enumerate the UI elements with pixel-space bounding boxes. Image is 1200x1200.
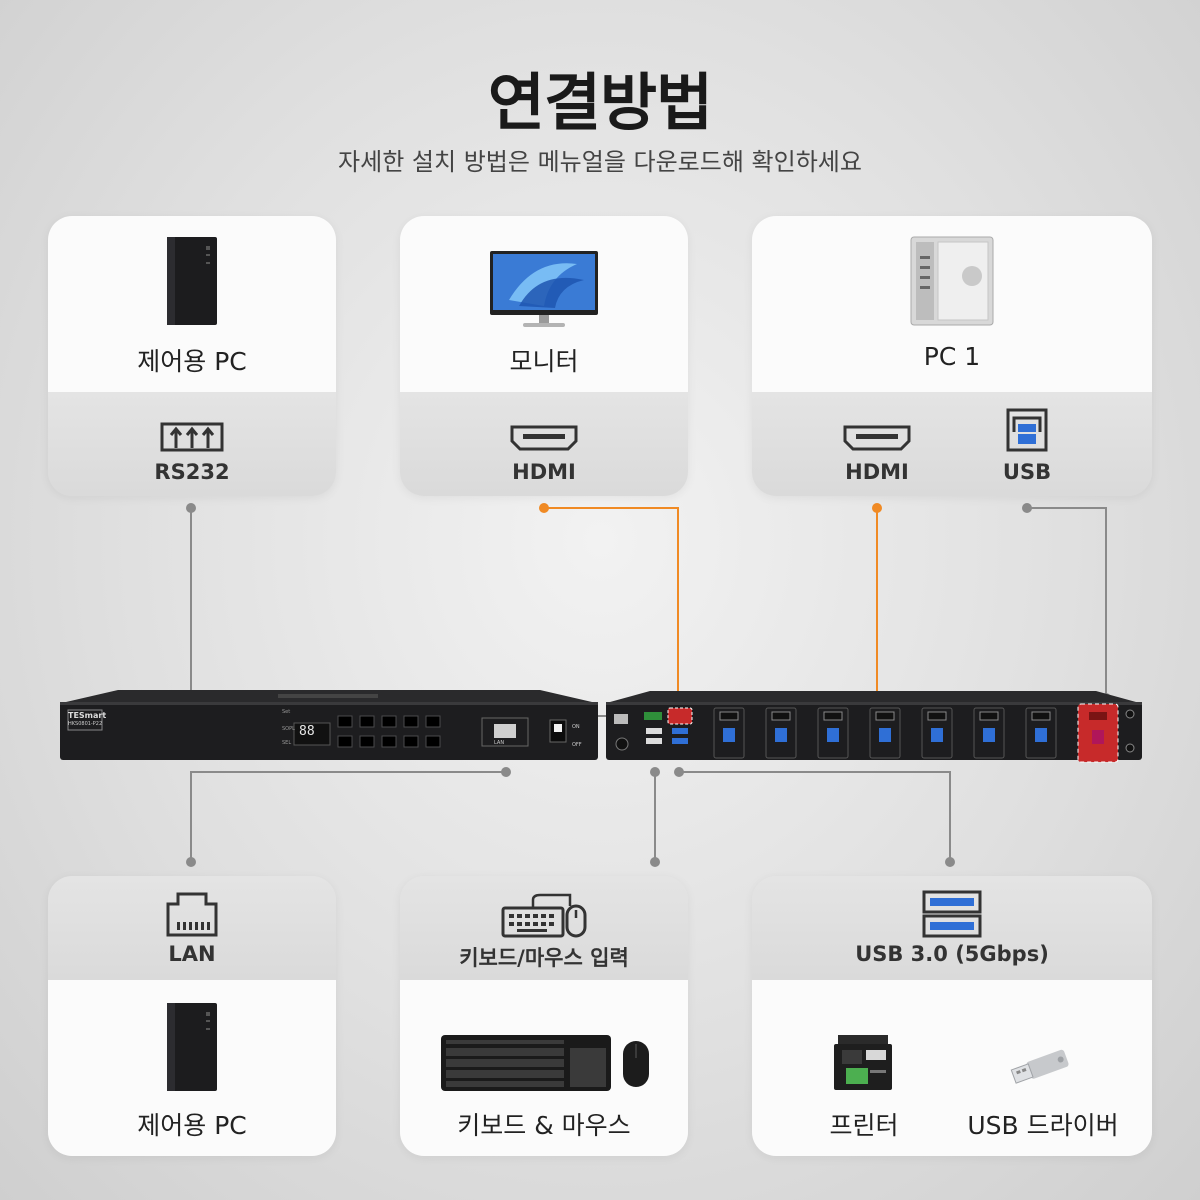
mouse-icon — [623, 1041, 649, 1087]
tower-pc-icon — [167, 1003, 217, 1091]
kvm-brand: TESmart — [68, 711, 107, 720]
dot — [650, 857, 660, 867]
dot — [501, 767, 511, 777]
kvm-model: HKS0801-P22 — [68, 721, 103, 727]
kvm-display: 88 — [299, 724, 315, 739]
monitor-hdmi-line — [544, 507, 679, 716]
page-subtitle: 자세한 설치 방법은 메뉴얼을 다운로드해 확인하세요 — [338, 148, 862, 176]
device-label: 제어용 PC — [137, 1111, 247, 1140]
port-label: USB 3.0 (5Gbps) — [855, 942, 1049, 966]
monitor-card: 모니터 HDMI — [400, 216, 688, 496]
port-label: USB — [1002, 460, 1052, 484]
lan-line — [190, 771, 506, 862]
usb-drive-icon — [1010, 1049, 1069, 1084]
dot — [872, 503, 882, 513]
pc1-hdmi-line — [876, 508, 1090, 699]
pc1-card: PC 1 HDMI USB — [752, 216, 1152, 496]
usb3-line — [679, 771, 951, 862]
usb-b-icon — [1006, 408, 1048, 452]
kvm-lan-label: LAN — [494, 740, 505, 746]
control-pc-card: 제어용 PC RS232 — [48, 216, 336, 496]
page-title: 연결방법 — [487, 66, 713, 139]
svg-text:Set: Set — [282, 709, 290, 715]
printer-icon — [834, 1035, 892, 1090]
dot — [186, 857, 196, 867]
dot — [539, 503, 549, 513]
kvm-rear-panel — [606, 691, 1142, 763]
hdmi-icon — [510, 425, 578, 451]
dot — [186, 503, 196, 513]
device-label: PC 1 — [923, 342, 981, 371]
port-label: LAN — [168, 942, 216, 966]
lan-icon — [166, 892, 218, 937]
dot — [674, 767, 684, 777]
hdmi-icon — [843, 425, 911, 451]
svg-text:SEL: SEL — [282, 740, 291, 746]
port-label: 키보드/마우스 입력 — [459, 946, 629, 970]
port-label: HDMI — [512, 460, 576, 484]
device-label: USB 드라이버 — [967, 1111, 1119, 1140]
keyboard-mouse-card: 키보드/마우스 입력 키보드 & 마우스 — [400, 876, 688, 1156]
tower-pc-icon — [167, 237, 217, 325]
usb3-card: USB 3.0 (5Gbps) 프린터 USB 드라이버 — [752, 876, 1152, 1156]
port-label: HDMI — [845, 460, 909, 484]
device-label: 모니터 — [509, 347, 579, 376]
kvm-front-panel: Set SOPL SEL — [60, 690, 598, 760]
keyboard-icon — [441, 1035, 611, 1091]
svg-text:SOPL: SOPL — [282, 726, 295, 732]
rs232-icon — [160, 422, 224, 452]
monitor-icon — [490, 251, 598, 327]
kvm-off-label: OFF — [572, 742, 582, 748]
lan-card: LAN 제어용 PC — [48, 876, 336, 1156]
dot — [650, 767, 660, 777]
device-label: 프린터 — [829, 1111, 899, 1140]
port-label: RS232 — [154, 460, 230, 484]
server-pc-icon — [910, 236, 994, 326]
dot — [945, 857, 955, 867]
usb-a-icon — [922, 890, 982, 938]
pc1-usb-line — [1027, 507, 1107, 698]
dot — [1022, 503, 1032, 513]
device-label: 제어용 PC — [137, 347, 247, 376]
keyboard-mouse-icon — [501, 893, 587, 938]
device-label: 키보드 & 마우스 — [457, 1111, 631, 1140]
rs232-line — [190, 508, 633, 717]
kvm-on-label: ON — [572, 724, 580, 730]
